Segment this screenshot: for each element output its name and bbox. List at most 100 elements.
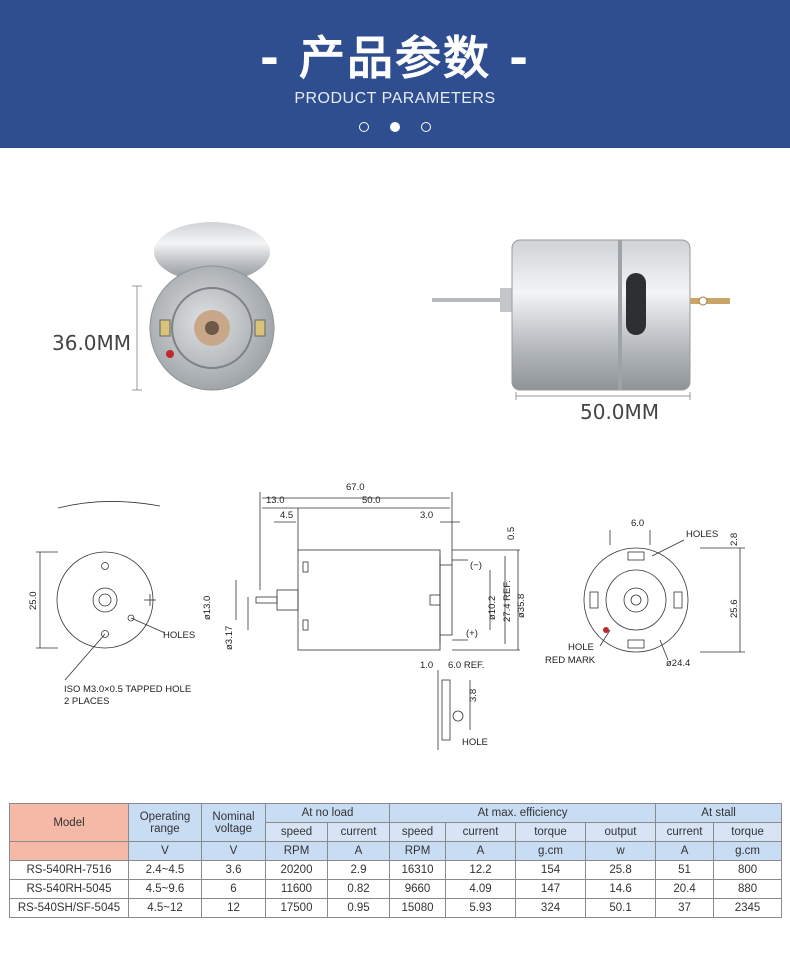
dim-body-dia: ø35.8 xyxy=(516,594,527,618)
label-holes-right: HOLES xyxy=(686,529,718,540)
cell-model: RS-540RH-7516 xyxy=(9,860,129,880)
cell: 11600 xyxy=(265,879,328,899)
cell: 5.93 xyxy=(445,898,517,918)
dot-indicator[interactable] xyxy=(421,122,431,132)
unit-cell: A xyxy=(445,841,517,861)
cell: 37 xyxy=(655,898,715,918)
cell: 15080 xyxy=(389,898,447,918)
subheader-speed: speed xyxy=(265,822,328,842)
terminal-positive: (+) xyxy=(466,628,478,639)
dim-ref: 27.4 REF. xyxy=(502,580,513,622)
cell-model: RS-540RH-5045 xyxy=(9,879,129,899)
table-row: RS-540RH-7516 2.4~4.5 3.6 20200 2.9 1631… xyxy=(9,860,783,880)
page-subtitle: PRODUCT PARAMETERS xyxy=(294,90,496,107)
motor-photos: 36.0MM 50.0MM xyxy=(0,148,790,448)
header-no-load: At no load xyxy=(264,803,391,823)
cell: 16310 xyxy=(389,860,447,880)
dim-bearing-dia: ø10.2 xyxy=(487,596,498,620)
cell: 20200 xyxy=(265,860,328,880)
unit-cell: RPM xyxy=(389,841,447,861)
cell: 4.5~12 xyxy=(128,898,202,918)
cell-model: RS-540SH/SF-5045 xyxy=(9,898,129,918)
page-title: - 产品参数 - xyxy=(259,31,531,85)
note-places: 2 PLACES xyxy=(64,696,109,707)
dim-right-small: 2.8 xyxy=(729,533,740,546)
cell: 20.4 xyxy=(655,879,715,899)
cell: 154 xyxy=(515,860,587,880)
dim-shaft-dia: ø3.17 xyxy=(224,626,235,650)
header-operating-range: Operating range xyxy=(128,803,202,842)
motor-side-photo xyxy=(432,239,730,391)
dim-terminal-width: 3.8 xyxy=(468,689,479,702)
dot-indicator-active[interactable] xyxy=(390,122,400,132)
cell: 12.2 xyxy=(445,860,517,880)
technical-drawing: 67.0 13.0 50.0 4.5 3.0 0.5 (−) (+) ø10.2… xyxy=(0,470,790,770)
cell: 51 xyxy=(655,860,715,880)
cell: 9660 xyxy=(389,879,447,899)
subheader-speed: speed xyxy=(389,822,447,842)
cell: 50.1 xyxy=(585,898,657,918)
unit-cell: A xyxy=(326,841,391,861)
dim-endcap-length: 3.0 xyxy=(420,510,433,521)
header-nominal-voltage: Nominal voltage xyxy=(201,803,266,842)
subheader-current: current xyxy=(445,822,517,842)
header-model: Model xyxy=(9,803,129,842)
label-hole-right: HOLE xyxy=(568,642,594,653)
cell: 2345 xyxy=(713,898,783,918)
carousel-dots xyxy=(0,122,790,136)
label-red-mark: RED MARK xyxy=(545,655,596,666)
label-holes-left: HOLES xyxy=(163,630,195,641)
dim-right-dia: ø24.4 xyxy=(666,658,690,669)
dot-indicator[interactable] xyxy=(359,122,369,132)
unit-cell-empty xyxy=(9,841,129,861)
table-row: RS-540SH/SF-5045 4.5~12 12 17500 0.95 15… xyxy=(9,898,783,918)
subheader-current: current xyxy=(326,822,391,842)
spec-table: Model Operating range Nominal voltage At… xyxy=(9,803,783,918)
cell: 800 xyxy=(713,860,783,880)
label-hole-terminal: HOLE xyxy=(462,737,488,748)
cell: 880 xyxy=(713,879,783,899)
subheader-current: current xyxy=(655,822,715,842)
note-tapped-hole: ISO M3.0×0.5 TAPPED HOLE xyxy=(64,684,191,695)
cell: 12 xyxy=(201,898,266,918)
unit-cell: V xyxy=(128,841,202,861)
cell: 14.6 xyxy=(585,879,657,899)
front-dimension-label: 36.0MM xyxy=(52,331,132,355)
cell: 147 xyxy=(515,879,587,899)
terminal-negative: (−) xyxy=(470,560,482,571)
header-stall: At stall xyxy=(655,803,783,823)
unit-cell: RPM xyxy=(265,841,328,861)
cell: 324 xyxy=(515,898,587,918)
dim-boss-length: 4.5 xyxy=(280,510,293,521)
side-dimension-label: 50.0MM xyxy=(580,400,660,424)
cell: 4.09 xyxy=(445,879,517,899)
unit-cell: w xyxy=(585,841,657,861)
dim-right-height: 25.6 xyxy=(729,600,740,619)
unit-cell: g.cm xyxy=(515,841,587,861)
cell: 3.6 xyxy=(201,860,266,880)
cell: 4.5~9.6 xyxy=(128,879,202,899)
dim-terminal-thickness: 1.0 xyxy=(420,660,433,671)
table-row: RS-540RH-5045 4.5~9.6 6 11600 0.82 9660 … xyxy=(9,879,783,899)
unit-cell: g.cm xyxy=(713,841,783,861)
cell: 6 xyxy=(201,879,266,899)
cell: 0.95 xyxy=(326,898,391,918)
unit-cell: A xyxy=(655,841,715,861)
dim-terminal-gap: 6.0 xyxy=(631,518,644,529)
motor-front-photo xyxy=(149,222,275,391)
dim-boss-dia: ø13.0 xyxy=(202,596,213,620)
dim-terminal-ref: 6.0 REF. xyxy=(448,660,484,671)
dim-body-length: 50.0 xyxy=(362,495,381,506)
dim-overall-length: 67.0 xyxy=(346,482,365,493)
cell: 25.8 xyxy=(585,860,657,880)
cell: 17500 xyxy=(265,898,328,918)
header-max-efficiency: At max. efficiency xyxy=(389,803,657,823)
motor-photo-art xyxy=(132,222,730,400)
subheader-output: output xyxy=(585,822,657,842)
drawing-art: 67.0 13.0 50.0 4.5 3.0 0.5 (−) (+) ø10.2… xyxy=(28,482,745,750)
dim-hole-spacing: 25.0 xyxy=(28,592,39,611)
header-banner: - 产品参数 - PRODUCT PARAMETERS xyxy=(0,0,790,148)
subheader-torque: torque xyxy=(713,822,783,842)
dim-offset: 0.5 xyxy=(506,527,517,540)
cell: 2.9 xyxy=(326,860,391,880)
